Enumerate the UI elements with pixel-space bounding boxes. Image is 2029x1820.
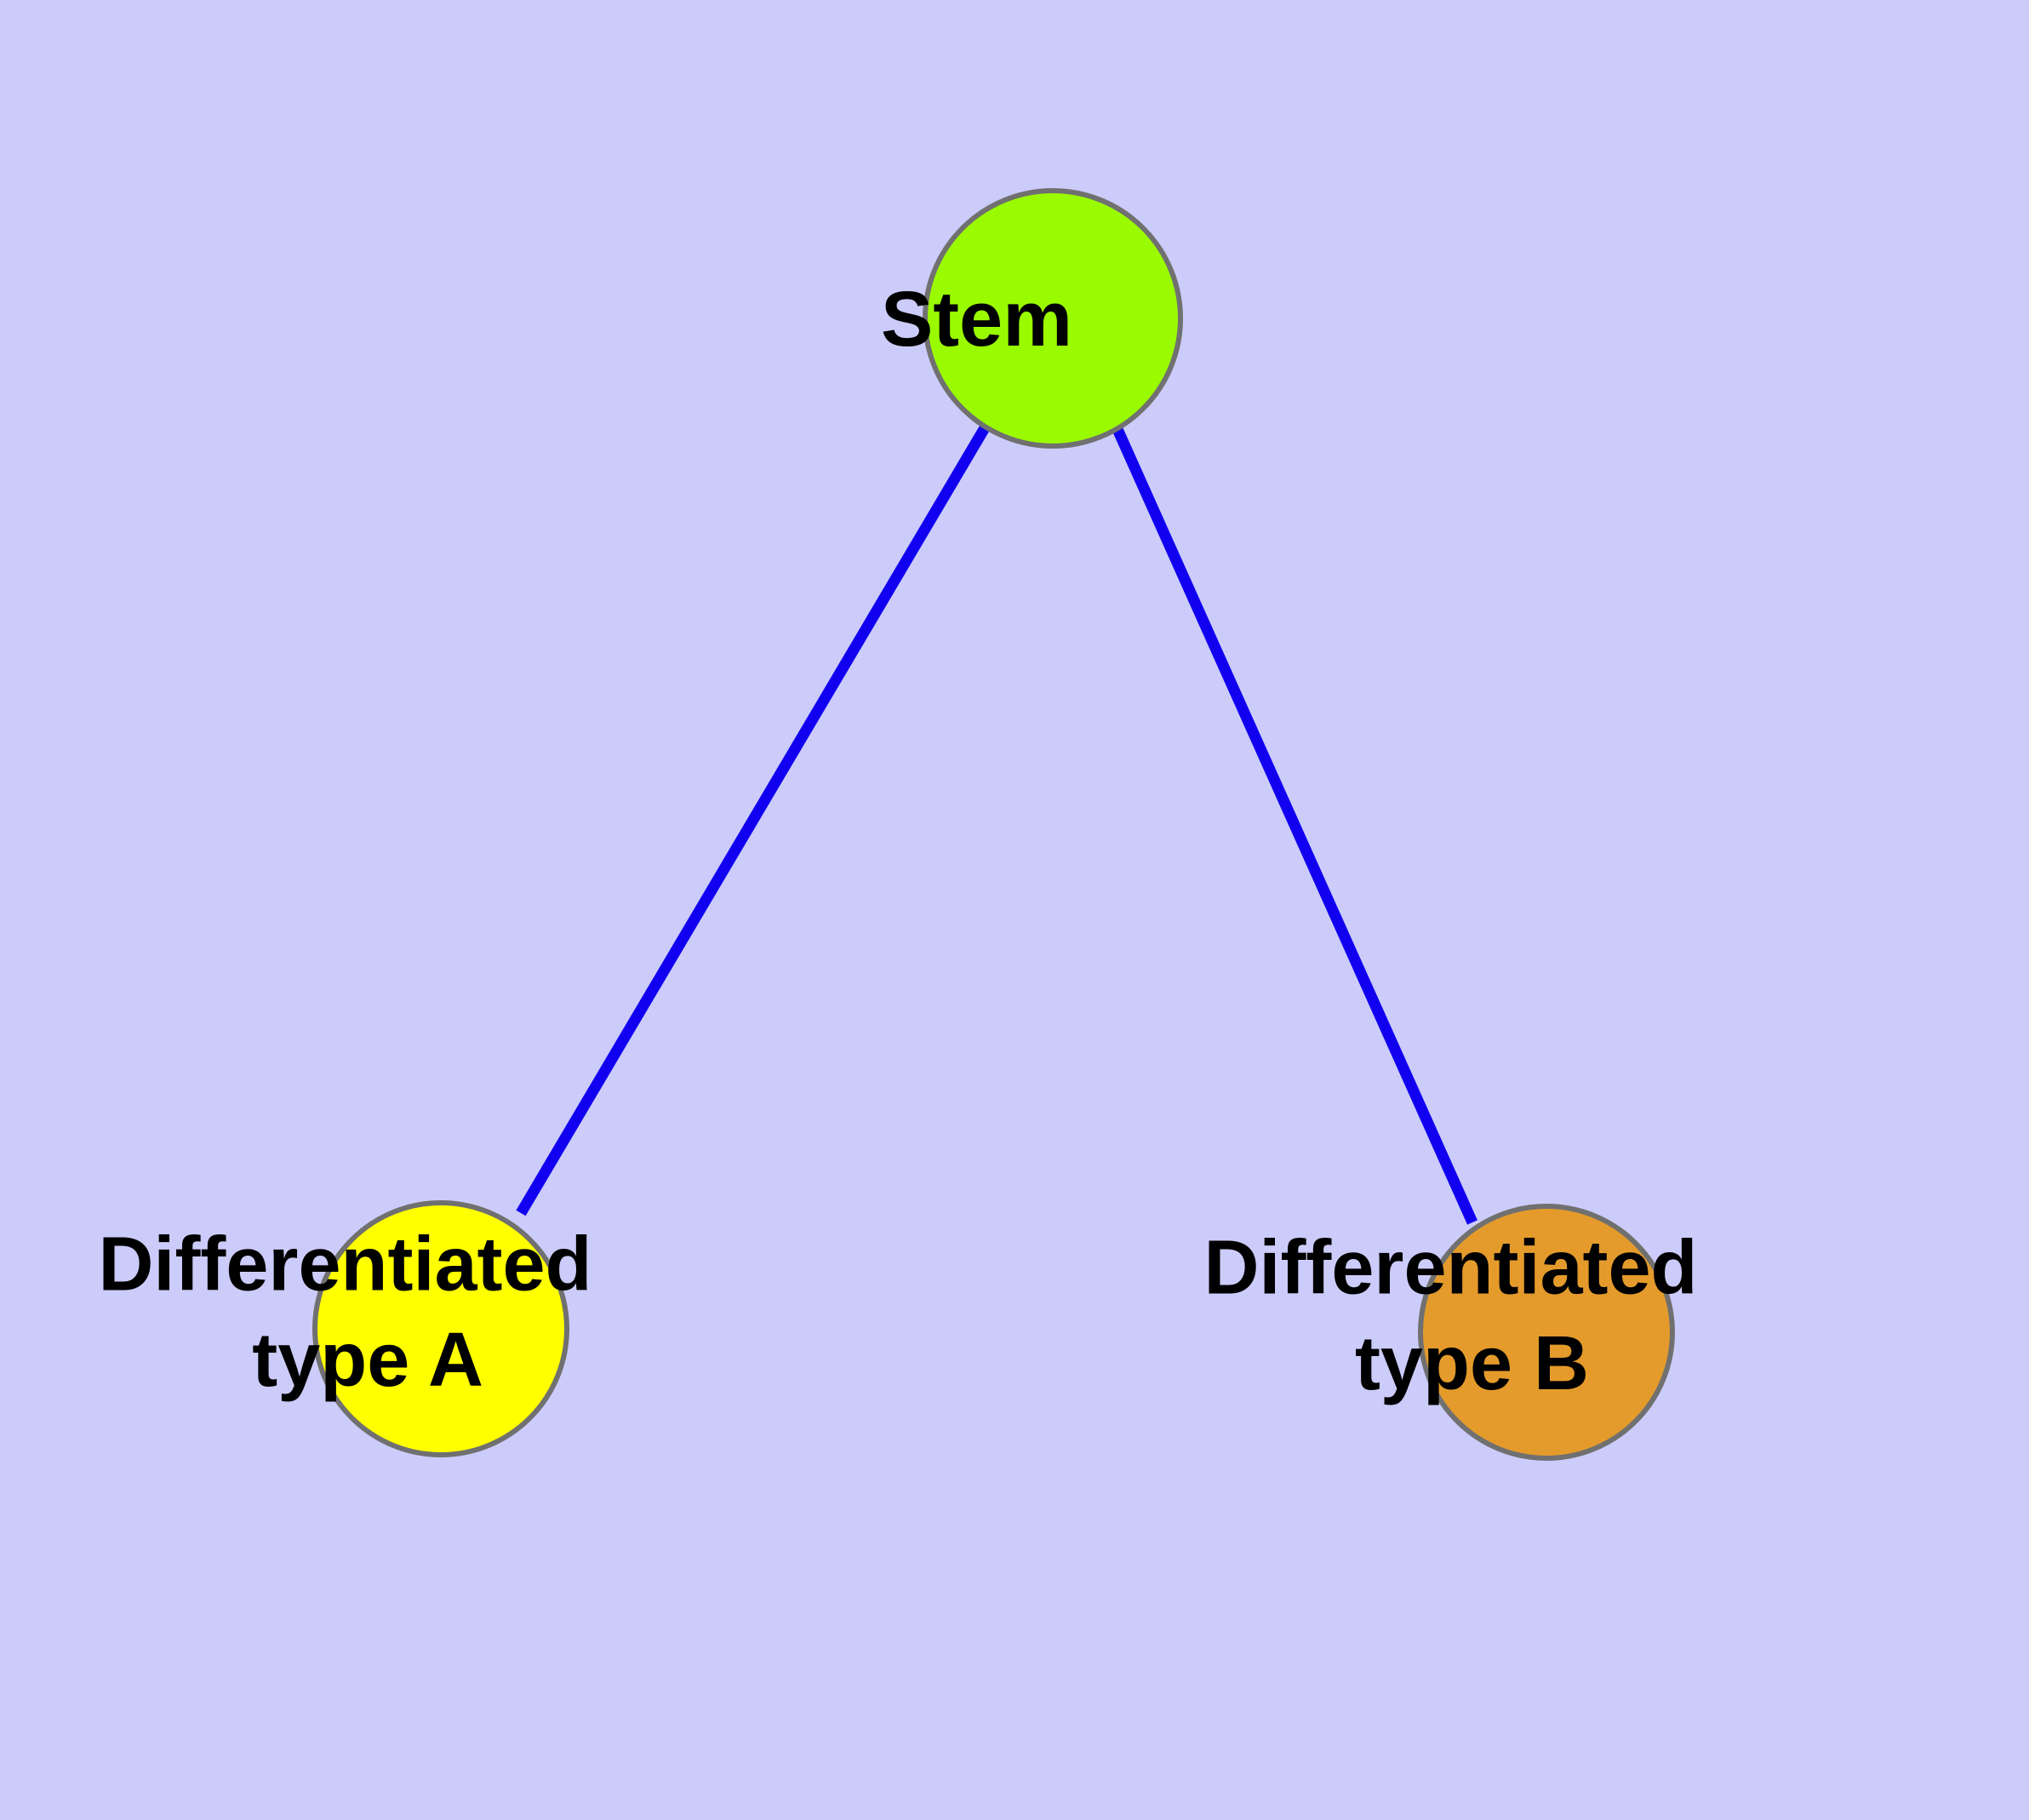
- node-differentiated-type-b-circle[interactable]: [1418, 1204, 1675, 1461]
- node-differentiated-type-b[interactable]: [1418, 1204, 1675, 1461]
- edge-stem-to-differentiated-type-b[interactable]: [1112, 425, 1477, 1225]
- node-stem-label: Stem: [881, 276, 1225, 363]
- node-differentiated-type-a-circle[interactable]: [312, 1200, 569, 1457]
- node-differentiated-type-a-label-line-1: Differentiated: [98, 1222, 592, 1307]
- node-stem-circle[interactable]: [923, 188, 1183, 449]
- label-layer: Stem Differentiated type A Differentiate…: [98, 276, 1889, 1406]
- node-layer: [312, 188, 1675, 1461]
- node-differentiated-type-b-label-line-1: Differentiated: [1203, 1225, 1697, 1310]
- node-differentiated-type-b-label-line-2: type B: [1355, 1321, 1589, 1406]
- edge-layer: [516, 423, 1477, 1225]
- node-differentiated-type-a-label: Differentiated type A: [98, 1222, 783, 1403]
- node-stem-label-line-1: Stem: [881, 276, 1072, 363]
- node-differentiated-type-a-label-line-2: type A: [252, 1318, 482, 1403]
- edge-stem-to-differentiated-type-a[interactable]: [516, 423, 991, 1216]
- node-differentiated-type-b-label: Differentiated type B: [1203, 1225, 1889, 1406]
- node-differentiated-type-a[interactable]: [312, 1200, 569, 1457]
- node-stem[interactable]: [923, 188, 1183, 449]
